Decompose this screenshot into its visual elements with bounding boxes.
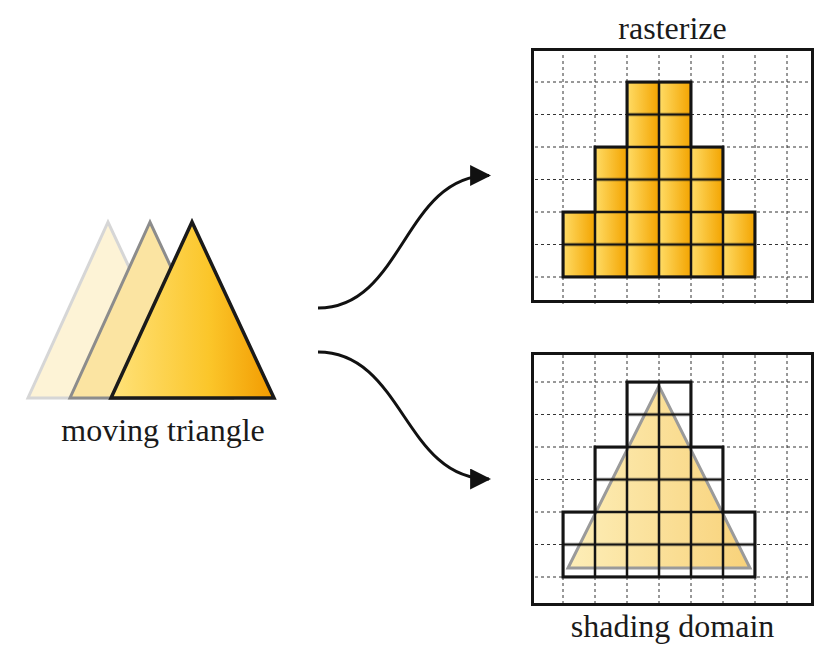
raster-grid: rasterize [531, 8, 814, 303]
grid-frame [531, 352, 814, 606]
shading-cells [563, 382, 755, 577]
curved-arrow [318, 176, 489, 309]
triangle-group: moving triangle [8, 210, 318, 450]
caption-label: rasterize [531, 8, 814, 48]
caption-label: shading domain [531, 606, 814, 646]
rasterized-pixels [563, 82, 755, 277]
curved-arrow [318, 352, 489, 479]
pixel-grid [535, 355, 810, 603]
shading-grid: shading domain [531, 352, 814, 646]
triangle [111, 222, 274, 398]
pixel-grid [535, 55, 810, 304]
grid-frame [531, 48, 814, 303]
caption-label: moving triangle [8, 410, 318, 450]
